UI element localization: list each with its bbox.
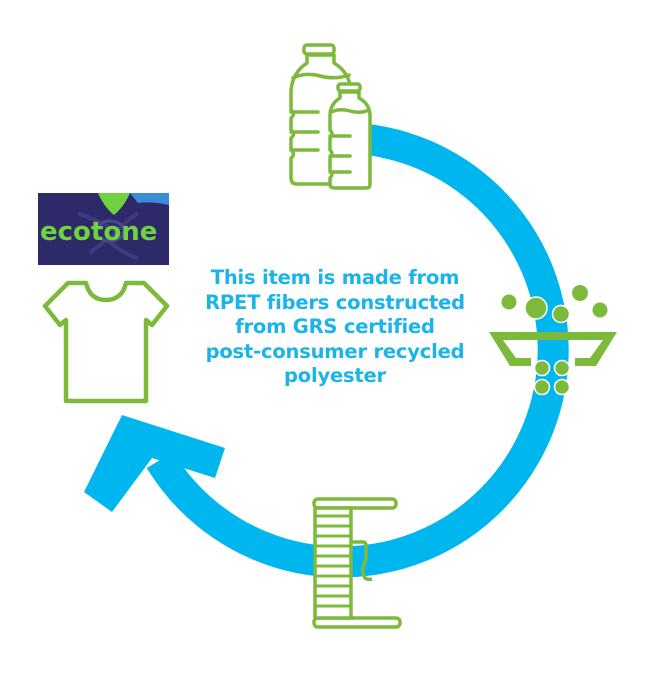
fabric-print-text: ecotone (40, 217, 157, 247)
caption-line: from GRS certified (235, 315, 435, 338)
caption-text: This item is made from RPET fibers const… (180, 266, 490, 389)
spool-icon (312, 497, 402, 629)
caption-line: RPET fibers constructed (205, 290, 465, 314)
caption-line: polyester (284, 364, 386, 387)
caption-line: post-consumer recycled (205, 339, 465, 363)
arrowhead-icon (84, 415, 225, 512)
fabric-image: ecotone (38, 193, 169, 265)
cycle-arrow (84, 122, 569, 578)
bottles-icon (289, 43, 372, 190)
caption-line: This item is made from (210, 266, 460, 289)
funnel-pellets-icon (489, 285, 617, 396)
tshirt-icon (42, 280, 170, 404)
fabric-swatch-photo: ecotone (38, 193, 169, 265)
